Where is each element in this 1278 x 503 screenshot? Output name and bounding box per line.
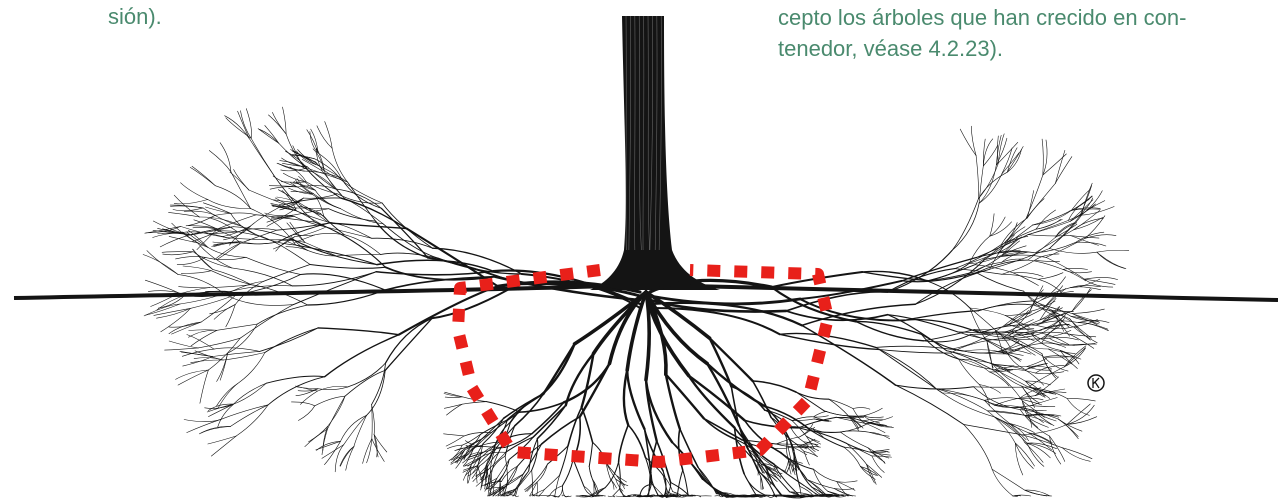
copyright-mark [1088, 375, 1104, 391]
paragraph-fragment-right: cepto los árboles que han crecido en con… [778, 2, 1258, 64]
text-line: cepto los árboles que han crecido en con… [778, 2, 1258, 33]
text-line: tenedor, véase 4.2.23). [778, 33, 1258, 64]
text-line: sión). [108, 4, 162, 29]
tree-trunk [590, 12, 720, 290]
paragraph-fragment-left: sión). [108, 2, 162, 32]
